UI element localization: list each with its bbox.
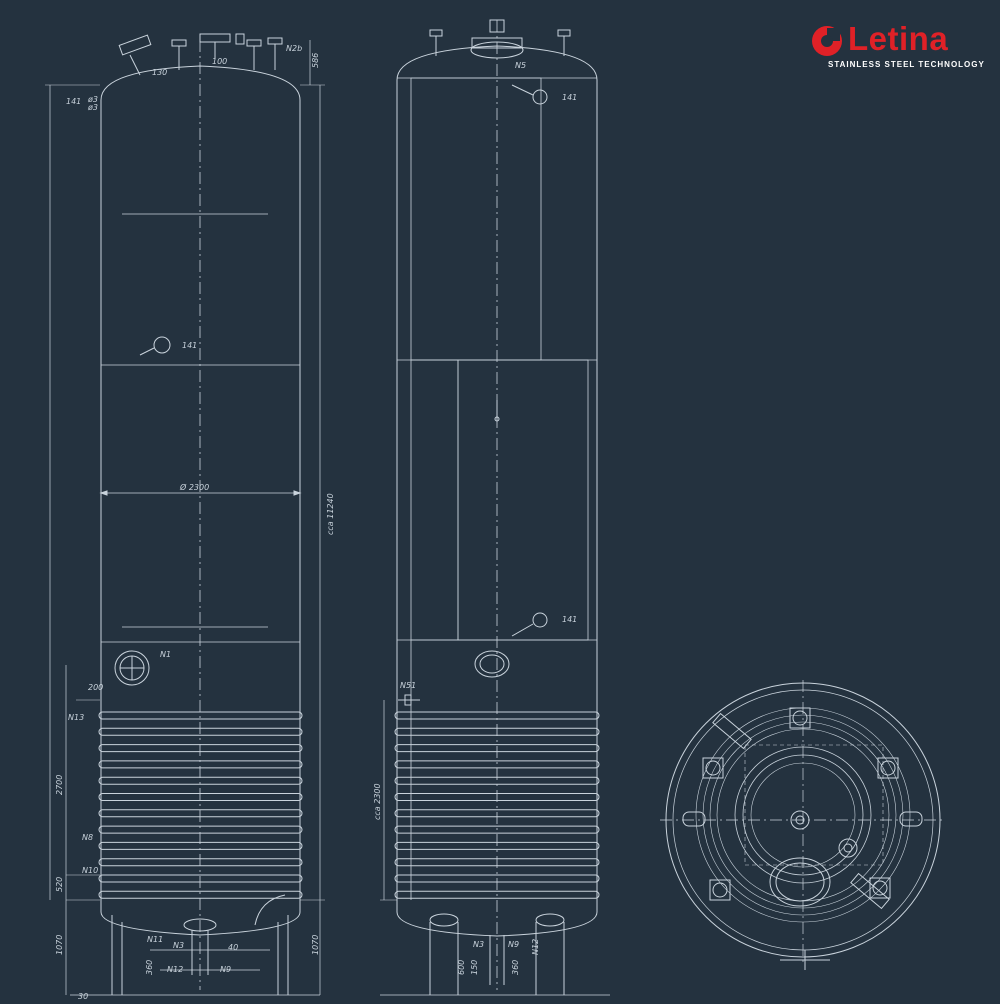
- side-cooling-coils: [394, 711, 600, 899]
- side-tank-outline: [396, 45, 598, 937]
- front-dim-1070-left: 1070: [55, 935, 64, 955]
- cooling-coil-turn: [98, 874, 303, 883]
- side-bottom-600: 600: [457, 960, 466, 975]
- cooling-coil-turn: [98, 825, 303, 834]
- cooling-coil-turn: [394, 711, 600, 720]
- side-bottom-n12: N12: [531, 939, 540, 955]
- front-label-200: 200: [88, 683, 103, 692]
- front-view: [45, 33, 325, 996]
- cooling-coil-turn: [98, 890, 303, 899]
- plan-coil-ring: [716, 728, 890, 902]
- side-bottom-n3: N3: [473, 940, 484, 949]
- side-top-141: 141: [562, 93, 577, 102]
- front-dim-30: 30: [78, 992, 88, 1000]
- cooling-coil-turn: [98, 711, 303, 720]
- cooling-coil-turn: [98, 793, 303, 801]
- front-top-130: 130: [152, 68, 167, 77]
- front-top-n2b: N2b: [286, 44, 302, 53]
- plan-cooling-coil: [695, 707, 911, 923]
- front-cooling-coils: [98, 711, 303, 899]
- letina-logo: Letina STAINLESS STEEL TECHNOLOGY: [810, 20, 988, 72]
- cooling-coil-turn: [394, 841, 600, 850]
- front-dim-1070-right: 1070: [311, 935, 320, 955]
- front-mid-n1: N1: [160, 650, 171, 659]
- cooling-coil-turn: [98, 809, 303, 818]
- side-top-n5: N5: [515, 61, 526, 70]
- front-total-height-label: cca 11240: [326, 493, 335, 535]
- cooling-coil-turn: [98, 776, 303, 785]
- side-bottom-150: 150: [470, 960, 479, 975]
- cooling-coil-turn: [394, 890, 600, 899]
- front-manhole: [114, 650, 150, 686]
- cooling-coil-turn: [98, 858, 303, 867]
- front-bottom-n9: N9: [220, 965, 231, 974]
- cooling-coil-turn: [394, 793, 600, 801]
- plan-coil-ring: [709, 721, 897, 909]
- plan-coil-ring: [695, 707, 911, 923]
- cooling-coil-turn: [394, 760, 600, 769]
- front-bottom-n3: N3: [173, 941, 184, 950]
- side-bottom-n9: N9: [508, 940, 519, 949]
- brand-tagline: STAINLESS STEEL TECHNOLOGY: [828, 60, 985, 69]
- cooling-coil-turn: [394, 825, 600, 834]
- cooling-coil-turn: [394, 874, 600, 883]
- side-view: [380, 19, 610, 996]
- cooling-coil-turn: [394, 776, 600, 785]
- cooling-coil-turn: [394, 727, 600, 736]
- front-diameter-label: Ø 2300: [179, 482, 209, 492]
- cooling-coil-turn: [98, 744, 303, 753]
- cooling-coil-turn: [394, 809, 600, 818]
- front-label-n8: N8: [82, 833, 93, 842]
- front-mid-141: 141: [182, 341, 197, 350]
- cooling-coil-turn: [98, 841, 303, 850]
- front-bottom-n12: N12: [167, 965, 183, 974]
- front-dim-520: 520: [55, 877, 64, 892]
- letina-logo-mark-icon: [812, 26, 842, 56]
- front-tank-outline: [100, 65, 301, 936]
- brand-name: Letina: [848, 20, 949, 57]
- cooling-coil-turn: [98, 760, 303, 769]
- front-bottom-40: 40: [228, 943, 238, 952]
- front-dim-586: 586: [311, 53, 320, 68]
- side-label-n51: N51: [400, 681, 416, 690]
- front-label-o3-a: ø3: [87, 95, 98, 104]
- side-manhole: [474, 650, 510, 678]
- cooling-coil-turn: [98, 727, 303, 736]
- front-bottom-n11: N11: [147, 935, 163, 944]
- side-bottom-360: 360: [511, 960, 520, 975]
- side-mid-141: 141: [562, 615, 577, 624]
- cooling-coil-turn: [394, 858, 600, 867]
- front-label-n13: N13: [68, 713, 84, 722]
- front-bottom-360: 360: [145, 960, 154, 975]
- front-label-141-top: 141: [66, 97, 81, 106]
- front-top-100: 100: [212, 57, 227, 66]
- front-dim-2700: 2700: [55, 775, 64, 795]
- cooling-coil-turn: [394, 744, 600, 753]
- plan-coil-ring: [702, 714, 904, 916]
- side-cooling-height: cca 2300: [373, 783, 382, 820]
- plan-view: [660, 680, 946, 970]
- front-label-n10: N10: [82, 866, 98, 875]
- front-label-o3-b: ø3: [87, 103, 98, 112]
